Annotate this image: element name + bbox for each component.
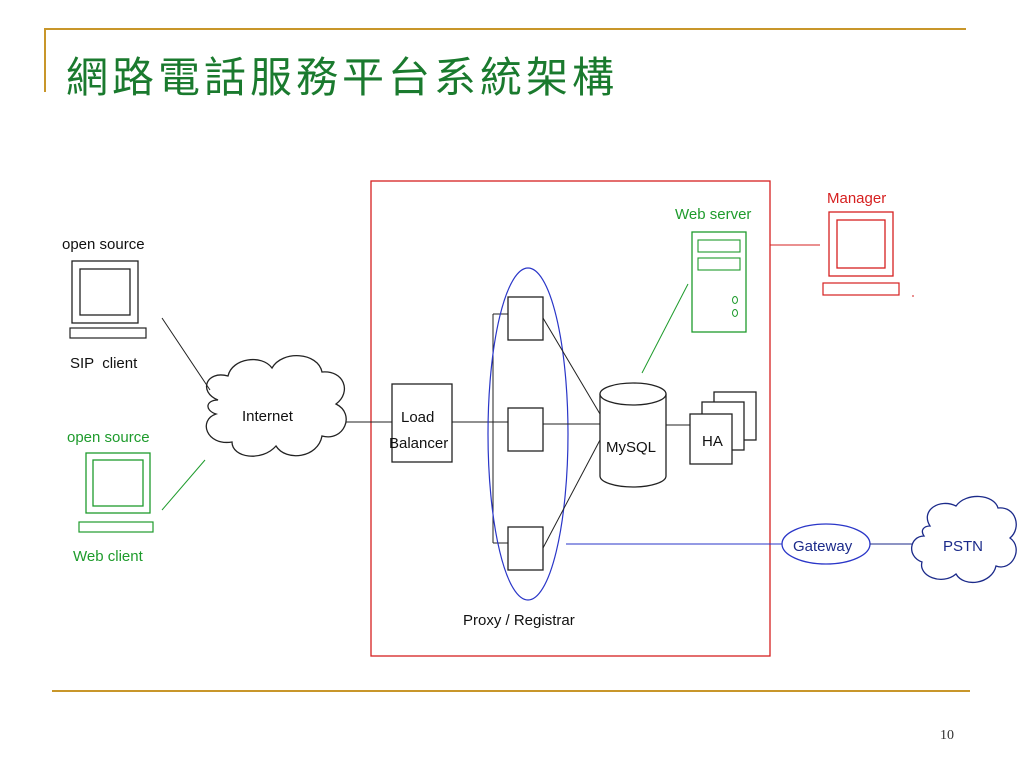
slide-title: 網路電話服務平台系統架構 xyxy=(66,53,619,102)
internet-cloud: Internet xyxy=(205,355,347,457)
proxy-server-2 xyxy=(507,407,544,452)
gateway-node: Gateway xyxy=(781,523,871,565)
load-balancer-label-line1: Load xyxy=(401,409,434,426)
sip-client-top-label: open source xyxy=(62,236,145,253)
mysql-label: MySQL xyxy=(606,439,656,456)
platform-boundary xyxy=(370,180,771,657)
web-client-bottom-label: Web client xyxy=(73,548,144,565)
page-number: 10 xyxy=(940,728,954,743)
mysql-to-web-server-link xyxy=(641,283,689,374)
web-server-tower: Web server xyxy=(675,206,751,333)
title-accent-rule-vertical xyxy=(44,28,46,92)
ha-server-stack: HA xyxy=(689,391,757,465)
manager-computer: Manager xyxy=(822,190,914,297)
web-server-label: Web server xyxy=(675,206,751,223)
web-client-link xyxy=(161,459,206,511)
footer-rule xyxy=(52,690,970,692)
pstn-cloud: PSTN xyxy=(911,495,1017,584)
sip-client-link xyxy=(161,317,211,391)
sip-client-bottom-label: SIP client xyxy=(70,355,138,372)
web-client-top-label: open source xyxy=(67,429,150,446)
ha-label: HA xyxy=(702,433,723,450)
load-balancer-label-line2: Balancer xyxy=(389,435,448,452)
proxy-server-3 xyxy=(507,526,544,571)
title-accent-rule-horizontal xyxy=(44,28,966,30)
web-client-computer: open source Web client xyxy=(67,429,154,565)
pstn-label: PSTN xyxy=(943,538,983,555)
internet-label: Internet xyxy=(242,408,294,425)
proxy-server-1 xyxy=(507,296,544,341)
load-balancer-box: Load Balancer xyxy=(389,383,453,463)
proxy1-to-mysql-link xyxy=(542,317,601,415)
gateway-label: Gateway xyxy=(793,538,853,555)
manager-label: Manager xyxy=(827,190,886,207)
sip-client-computer: open source SIP client xyxy=(62,236,147,372)
proxy-registrar-label: Proxy / Registrar xyxy=(463,612,575,629)
proxy-registrar-group-ellipse xyxy=(487,267,569,601)
mysql-database: MySQL xyxy=(599,382,667,488)
proxy3-to-mysql-link xyxy=(542,439,601,549)
